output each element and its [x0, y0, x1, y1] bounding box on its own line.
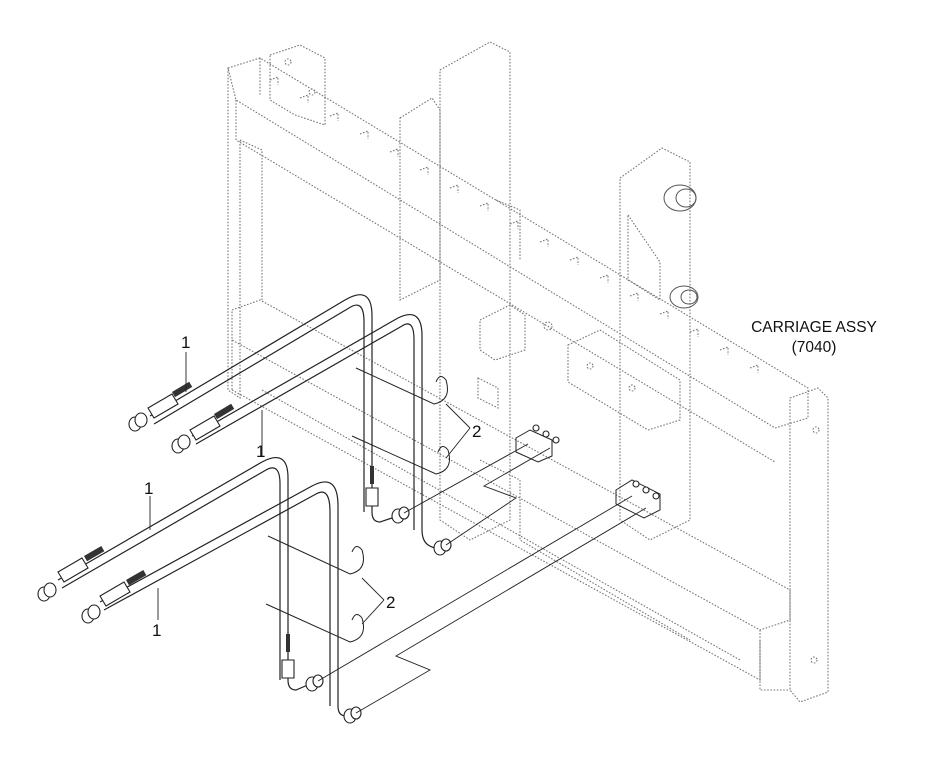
hose-assembly-lower: [37, 457, 661, 724]
callout-2-lower: 2: [386, 593, 395, 612]
callout-1-upper-b: 1: [256, 442, 265, 461]
callout-leaders: [149, 352, 471, 625]
hose-elbow-upper-b: [433, 538, 452, 556]
hose-end-fitting-lower-a: [37, 557, 89, 602]
callout-1-upper-a: 1: [181, 333, 190, 352]
hose-elbow-lower-b: [343, 706, 362, 724]
callout-1-lower-a: 1: [144, 479, 153, 498]
carriage-port-fittings-lower: [615, 479, 661, 519]
clamp-lower: [265, 535, 364, 643]
hose-end-fitting-upper-b: [171, 415, 221, 454]
callout-1-lower-b: 1: [152, 621, 161, 640]
carriage-rollers: [663, 184, 699, 309]
callout-2-upper: 2: [472, 422, 481, 441]
carriage-port-fittings-upper: [515, 424, 560, 463]
hose-elbow-upper-a: [365, 487, 410, 524]
assembly-title: CARRIAGE ASSY: [751, 319, 877, 336]
hose-end-fitting-lower-b: [81, 581, 131, 624]
hose-elbow-lower-a: [281, 659, 324, 692]
hose-end-fitting-upper-a: [128, 393, 179, 432]
clamp-upper: [351, 367, 450, 475]
carriage-frame: [227, 41, 829, 703]
hose-assembly-upper: [128, 294, 560, 556]
assembly-code: (7040): [792, 339, 837, 356]
